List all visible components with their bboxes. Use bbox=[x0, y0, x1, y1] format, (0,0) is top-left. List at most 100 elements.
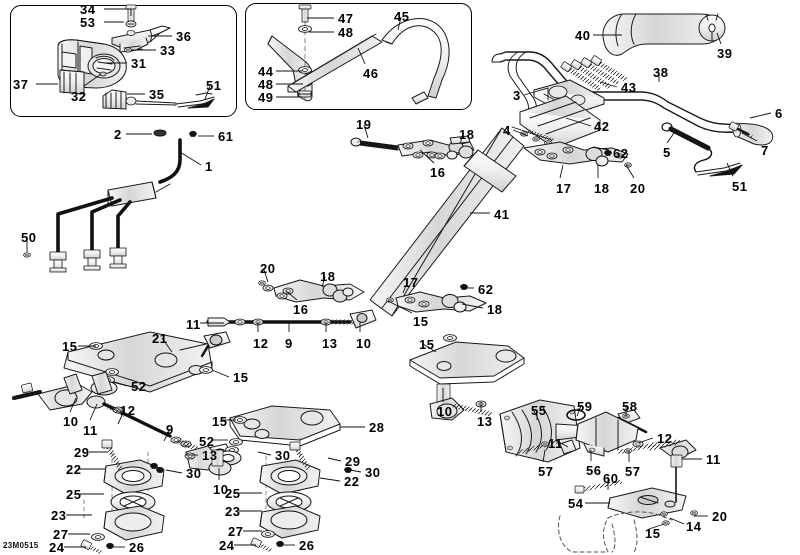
callout-46: 46 bbox=[363, 66, 379, 81]
leader-15a bbox=[387, 300, 413, 314]
part-13-nut-right bbox=[184, 452, 196, 460]
leader-5 bbox=[666, 132, 675, 144]
part-27-washer-r bbox=[261, 530, 275, 538]
callout-10: 10 bbox=[356, 336, 372, 351]
callout-30: 30 bbox=[275, 448, 291, 463]
part-15-washer-upper-right bbox=[443, 334, 457, 342]
callout-18: 18 bbox=[320, 269, 336, 284]
callout-32: 32 bbox=[71, 89, 87, 104]
callout-29: 29 bbox=[74, 445, 90, 460]
part-32-screw bbox=[99, 71, 107, 77]
callout-62: 62 bbox=[478, 282, 494, 297]
leader-15f bbox=[648, 523, 665, 530]
leader-19 bbox=[363, 124, 369, 139]
leader-29b bbox=[327, 457, 342, 462]
leader-14 bbox=[669, 517, 685, 525]
part-48-washer-a bbox=[298, 25, 312, 33]
callout-16: 16 bbox=[430, 165, 446, 180]
callout-17: 17 bbox=[556, 181, 572, 196]
leader-10b bbox=[69, 397, 77, 413]
part-33-nut bbox=[124, 47, 132, 53]
leader-57a bbox=[542, 449, 546, 463]
part-55-steering-gearbox bbox=[499, 399, 589, 463]
callout-53: 53 bbox=[80, 15, 96, 30]
leader-34 bbox=[104, 8, 132, 16]
callout-58: 58 bbox=[622, 399, 638, 414]
callout-27: 27 bbox=[53, 527, 69, 542]
leader-59 bbox=[576, 405, 582, 417]
part-1-wiring-harness bbox=[23, 129, 197, 273]
callout-15: 15 bbox=[212, 414, 228, 429]
tie-rod-upper bbox=[206, 309, 377, 329]
part-50-washer bbox=[23, 252, 31, 258]
callout-10: 10 bbox=[213, 482, 229, 497]
part-51-cable-tie-b bbox=[695, 162, 743, 177]
upper-link-assembly-right bbox=[523, 141, 632, 168]
callout-27: 27 bbox=[228, 524, 244, 539]
callout-59: 59 bbox=[577, 399, 593, 414]
part-29-bolt-left bbox=[101, 439, 123, 471]
callout-7: 7 bbox=[761, 143, 769, 158]
callout-56: 56 bbox=[586, 463, 602, 478]
callout-34: 34 bbox=[80, 2, 96, 17]
callout-47: 47 bbox=[338, 11, 354, 26]
callout-54: 54 bbox=[568, 496, 584, 511]
callout-38: 38 bbox=[653, 65, 669, 80]
callout-15: 15 bbox=[645, 526, 661, 541]
callout-2: 2 bbox=[114, 127, 122, 142]
part-45-brake-lever bbox=[381, 18, 450, 99]
upper-link-assembly-left bbox=[350, 135, 475, 160]
part-20-nut-lower bbox=[690, 510, 698, 516]
callout-11: 11 bbox=[186, 317, 201, 332]
callout-9: 9 bbox=[166, 422, 174, 437]
callout-6: 6 bbox=[775, 106, 783, 121]
part-11-ball-joint-plate-left bbox=[200, 331, 231, 358]
callout-31: 31 bbox=[131, 56, 147, 71]
callout-24: 24 bbox=[49, 540, 65, 555]
part-10-spindle-right bbox=[185, 445, 232, 476]
part-51-cable-tie-a bbox=[175, 92, 215, 109]
left-ski-column bbox=[80, 439, 165, 554]
callout-28: 28 bbox=[369, 420, 385, 435]
callout-14: 14 bbox=[686, 519, 702, 534]
leader-39 bbox=[716, 32, 722, 45]
callout-30: 30 bbox=[186, 466, 202, 481]
leader-18a bbox=[459, 133, 464, 145]
part-25-bearing-r bbox=[266, 491, 312, 513]
leader-6 bbox=[749, 112, 772, 119]
callout-15: 15 bbox=[413, 314, 429, 329]
leader-4 bbox=[512, 129, 529, 137]
leader-17b bbox=[402, 282, 408, 294]
callout-22: 22 bbox=[344, 474, 360, 489]
part-44-pivot bbox=[298, 66, 312, 74]
part-37-switch-block bbox=[59, 69, 85, 95]
part-23-housing-lower-r bbox=[259, 505, 321, 539]
part-23-housing-lower bbox=[103, 505, 165, 541]
callout-40: 40 bbox=[575, 28, 591, 43]
callout-21: 21 bbox=[152, 331, 168, 346]
part-53-washer bbox=[125, 20, 137, 28]
leader-16a bbox=[419, 149, 435, 164]
callout-49: 49 bbox=[258, 90, 274, 105]
callout-11: 11 bbox=[83, 423, 98, 438]
mid-link-assembly-right bbox=[386, 283, 487, 313]
callout-30: 30 bbox=[365, 465, 381, 480]
callout-12: 12 bbox=[657, 431, 673, 446]
callout-10: 10 bbox=[437, 404, 453, 419]
callout-26: 26 bbox=[129, 540, 145, 555]
callout-9: 9 bbox=[285, 336, 293, 351]
callout-13: 13 bbox=[322, 336, 338, 351]
callout-25: 25 bbox=[66, 487, 82, 502]
callout-51: 51 bbox=[732, 179, 748, 194]
callout-61: 61 bbox=[218, 129, 234, 144]
callout-16: 16 bbox=[293, 302, 309, 317]
leader-17a bbox=[559, 164, 564, 179]
part-62-lock-nut-upper bbox=[604, 149, 612, 156]
callout-39: 39 bbox=[717, 46, 733, 61]
diagram-id-code: 23M0515 bbox=[3, 541, 39, 550]
callout-51: 51 bbox=[206, 78, 222, 93]
callout-13: 13 bbox=[202, 448, 218, 463]
callout-62: 62 bbox=[613, 146, 629, 161]
callout-18: 18 bbox=[594, 181, 610, 196]
callout-15: 15 bbox=[62, 339, 78, 354]
